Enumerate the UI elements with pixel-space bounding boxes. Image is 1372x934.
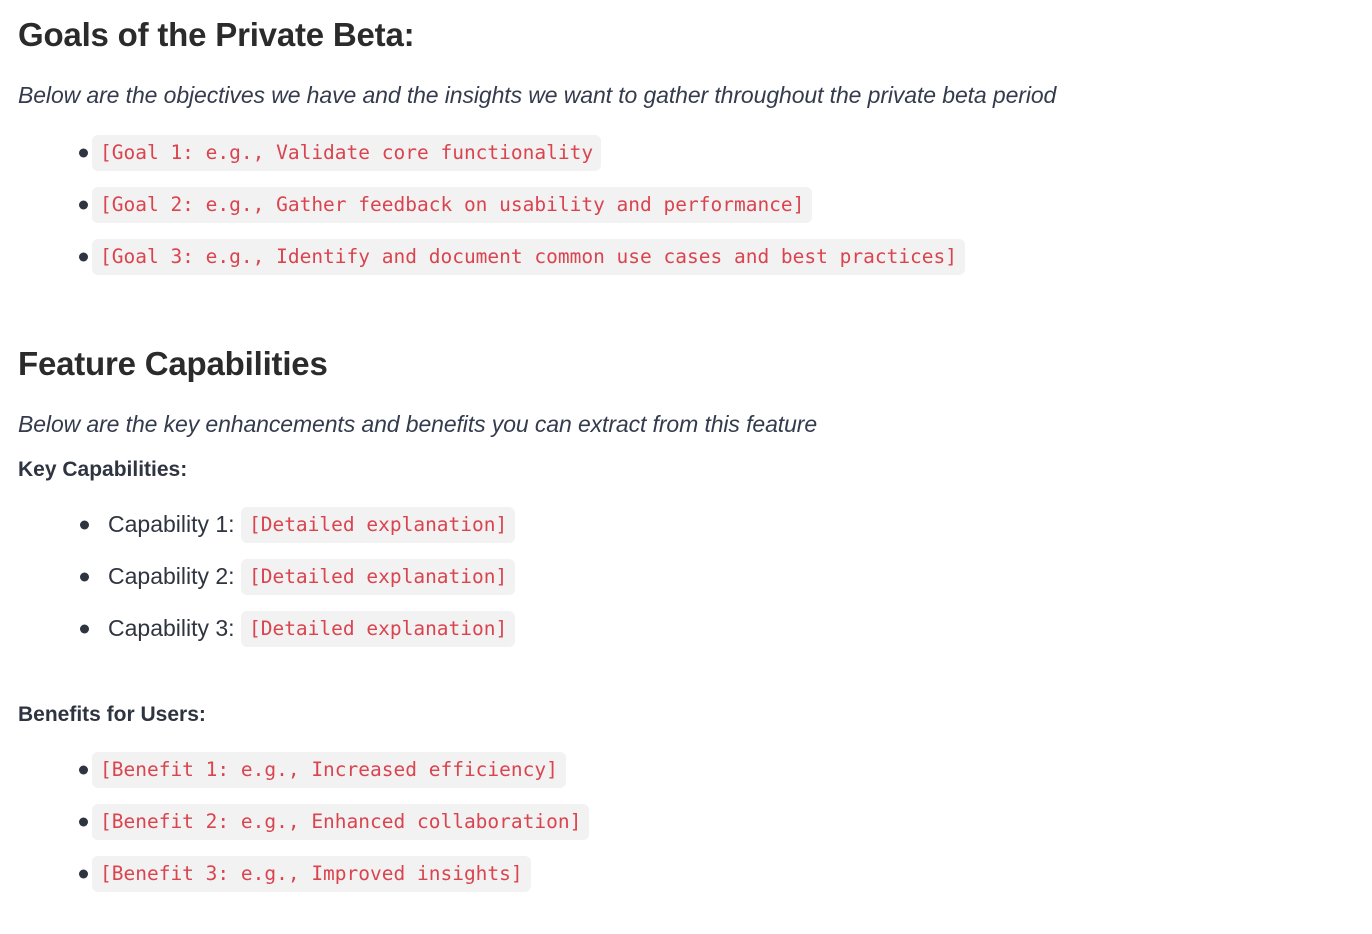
feature-capabilities-section: Feature Capabilities Below are the key e… — [18, 345, 1354, 900]
list-item: [Goal 3: e.g., Identify and document com… — [18, 231, 1354, 283]
list-item: [Benefit 1: e.g., Increased efficiency] — [18, 744, 1354, 796]
benefits-heading: Benefits for Users: — [18, 702, 206, 726]
document-body: Goals of the Private Beta: Below are the… — [0, 0, 1372, 900]
goals-section: Goals of the Private Beta: Below are the… — [18, 0, 1354, 283]
spacer-after-goals-heading — [18, 55, 1354, 81]
feature-capabilities-lede: Below are the key enhancements and benef… — [18, 410, 818, 437]
spacer-before-benefits — [18, 655, 1354, 701]
benefit-code-3: [Benefit 3: e.g., Improved insights] — [92, 856, 531, 893]
goals-lede: Below are the objectives we have and the… — [18, 81, 1057, 108]
list-item: Capability 3: [Detailed explanation] — [18, 603, 1354, 655]
spacer-before-capabilities-list — [18, 483, 1354, 499]
capability-label-1: Capability 1: — [108, 511, 241, 538]
capability-detail-2: [Detailed explanation] — [240, 558, 516, 596]
goal-code-2: [Goal 2: e.g., Gather feedback on usabil… — [92, 186, 813, 224]
list-item: [Benefit 2: e.g., Enhanced collaboration… — [18, 796, 1354, 848]
capability-label-3: Capability 3: — [108, 615, 241, 642]
capability-label-2: Capability 2: — [108, 563, 241, 590]
spacer-after-feature-heading — [18, 384, 1354, 410]
goal-code-3: [Goal 3: e.g., Identify and document com… — [92, 238, 966, 276]
benefit-code-2: [Benefit 2: e.g., Enhanced collaboration… — [92, 804, 590, 841]
top-spacer — [18, 0, 1354, 16]
list-item: Capability 2: [Detailed explanation] — [18, 551, 1354, 603]
key-capabilities-list: Capability 1: [Detailed explanation] Cap… — [18, 499, 1354, 655]
spacer-before-key-capabilities — [18, 440, 1354, 456]
section-spacer — [18, 283, 1354, 345]
list-item: [Goal 1: e.g., Validate core functionali… — [18, 127, 1354, 179]
spacer-before-benefits-list — [18, 728, 1354, 744]
capability-detail-3: [Detailed explanation] — [240, 610, 516, 648]
list-item: Capability 1: [Detailed explanation] — [18, 499, 1354, 551]
list-item: [Benefit 3: e.g., Improved insights] — [18, 848, 1354, 900]
spacer-before-goals-list — [18, 111, 1354, 127]
goals-list: [Goal 1: e.g., Validate core functionali… — [18, 127, 1354, 283]
key-capabilities-heading: Key Capabilities: — [18, 457, 188, 481]
benefits-list: [Benefit 1: e.g., Increased efficiency] … — [18, 744, 1354, 900]
goal-code-1: [Goal 1: e.g., Validate core functionali… — [92, 134, 602, 172]
goals-heading: Goals of the Private Beta: — [18, 16, 415, 53]
capability-detail-1: [Detailed explanation] — [240, 506, 516, 544]
list-item: [Goal 2: e.g., Gather feedback on usabil… — [18, 179, 1354, 231]
feature-capabilities-heading: Feature Capabilities — [18, 344, 328, 382]
benefit-code-1: [Benefit 1: e.g., Increased efficiency] — [92, 752, 566, 789]
